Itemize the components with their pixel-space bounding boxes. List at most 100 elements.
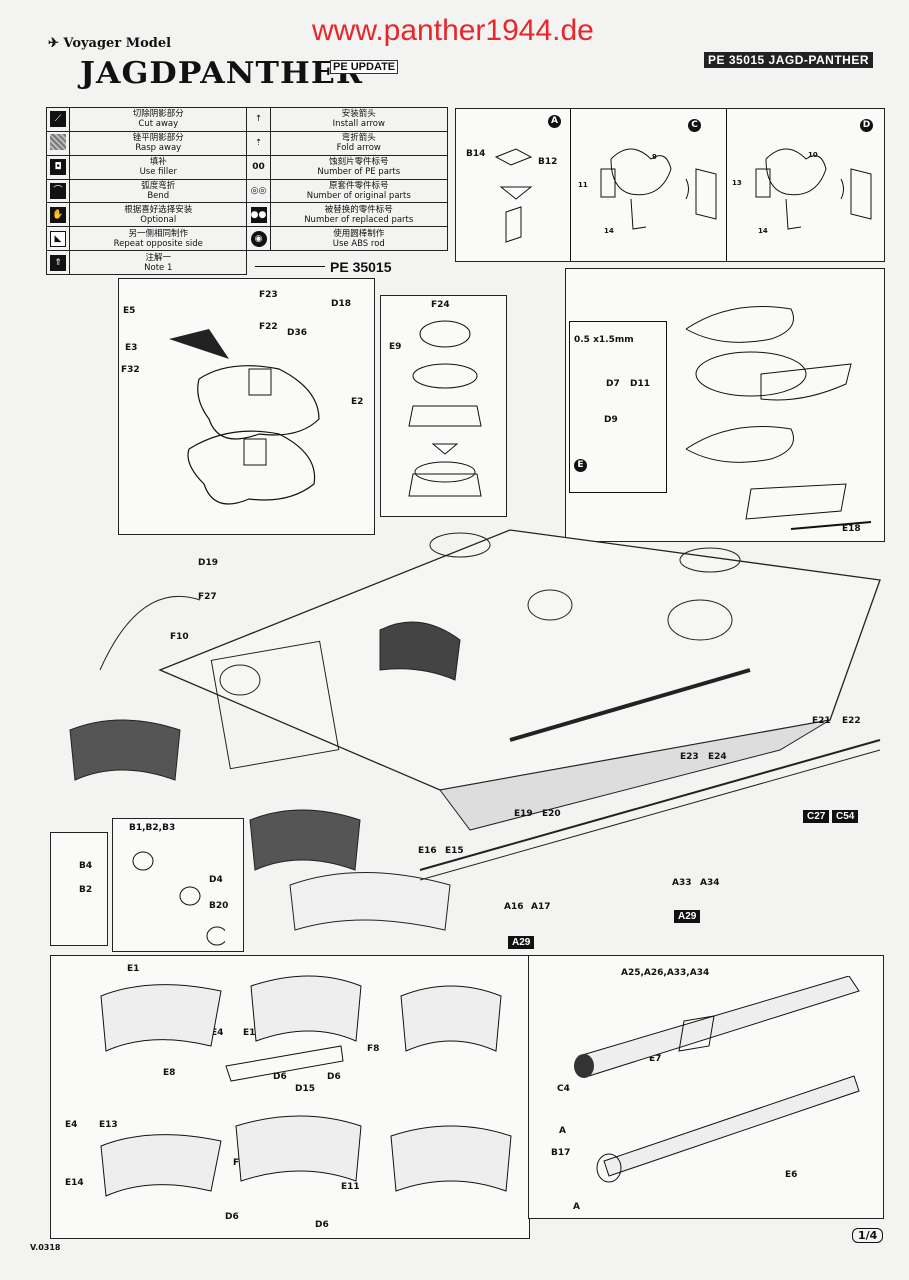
version-label: V.0318	[30, 1243, 61, 1252]
rod-inset	[569, 321, 667, 493]
part-label: E7	[649, 1054, 662, 1064]
mantlet-drawing	[169, 329, 320, 505]
part-label: D9	[604, 415, 618, 425]
part-label: A	[559, 1126, 566, 1136]
page-title: JAGDPANTHER	[80, 56, 364, 91]
legend-en: Bend	[147, 190, 170, 201]
part-label: D18	[331, 299, 351, 309]
part-label: F24	[431, 300, 450, 310]
legend-cn: 安装箭头	[341, 109, 376, 120]
part-label: E20	[542, 809, 561, 819]
barrel-title: A25,A26,A33,A34	[621, 968, 710, 978]
pe-code-label: PE 35015	[330, 259, 392, 275]
legend-cn: 弯折箭头	[341, 133, 376, 144]
part-label: A16	[504, 902, 524, 912]
divider-line	[255, 266, 325, 267]
legend-cn: 注解一	[145, 252, 172, 263]
step-a-label: A	[548, 115, 561, 128]
part-label: D36	[287, 328, 307, 338]
part-label: F27	[198, 592, 217, 602]
rasp-away-icon	[50, 133, 67, 150]
part-label: 11	[578, 181, 588, 189]
part-label: D6	[273, 1072, 287, 1082]
page-number: 1/4	[852, 1228, 884, 1243]
brand-name: ✈ Voyager Model	[48, 36, 171, 51]
legend-cn: 被替换的零件标号	[324, 204, 393, 215]
legend-cn: 根据喜好选择安装	[124, 204, 193, 215]
part-label: F23	[259, 290, 278, 300]
abs-rod-icon: ◉	[250, 230, 267, 247]
periscope-drawing	[685, 306, 872, 530]
step-c-label: C	[688, 119, 701, 132]
legend-cn: 使用圆棒制作	[333, 228, 385, 239]
part-label: B17	[551, 1148, 571, 1158]
step-d-drawing	[755, 148, 872, 230]
legend-en: Rasp away	[135, 143, 182, 154]
website-url: www.panther1944.de	[312, 14, 594, 47]
part-label: E1	[127, 964, 140, 974]
part-label: 14	[604, 227, 614, 235]
part-label: E5	[123, 306, 136, 316]
use-filler-icon: ◘	[50, 159, 67, 176]
original-part-badge: A29	[674, 910, 701, 923]
part-label: E21	[812, 716, 831, 726]
legend-cn: 弧度弯折	[141, 180, 176, 191]
divider	[570, 109, 571, 261]
legend-en: Note 1	[144, 262, 173, 273]
original-part-badge: A29	[508, 936, 535, 949]
bend-icon: ⌒	[50, 182, 67, 199]
part-label: E2	[351, 397, 364, 407]
step-d-label: D	[860, 119, 873, 132]
legend-en: Fold arrow	[336, 143, 381, 154]
part-label: B2	[79, 885, 93, 895]
part-label: B4	[79, 861, 93, 871]
part-label: B14	[466, 149, 486, 159]
legend-cn: 锉平阴影部分	[132, 133, 184, 144]
part-label: F10	[170, 632, 189, 642]
part-label: D19	[198, 558, 218, 568]
hull-illustration	[69, 529, 881, 931]
legend-en: Cut away	[138, 119, 179, 130]
lights-title: B1,B2,B3	[129, 823, 176, 833]
legend-en: Install arrow	[332, 119, 385, 130]
steps-acd-panel: A B14 B12 C 9 11 14 D 10 13 14	[455, 108, 885, 262]
lights-drawing	[132, 851, 225, 946]
part-label: E3	[125, 343, 138, 353]
original-parts-icon: ◎◎	[250, 185, 267, 196]
hatch-panel: F24 E9	[380, 295, 507, 517]
replaced-part-badge: C54	[832, 810, 859, 823]
part-label: D15	[295, 1084, 315, 1094]
sideskirt-panel: E1 E4 E8 E10 F8 D6 D15 D6 E4 E13 E14 F17…	[50, 955, 530, 1239]
part-label: F32	[121, 365, 140, 375]
step-a-drawing	[494, 148, 533, 243]
cut-away-icon: ⟋	[50, 111, 67, 128]
part-label: E16	[418, 846, 437, 856]
step-e-label: E	[574, 459, 587, 472]
replaced-parts-icon: ●●	[250, 206, 267, 223]
step-c-drawing	[600, 148, 717, 230]
part-label: E4	[65, 1120, 78, 1130]
note-icon: ⇑	[50, 254, 67, 271]
legend-cn: 原套件零件标号	[329, 180, 389, 191]
part-label: 14	[758, 227, 768, 235]
part-label: D4	[209, 875, 223, 885]
part-label: D11	[630, 379, 650, 389]
legend-en: Number of replaced parts	[304, 214, 414, 225]
part-label: B20	[209, 901, 229, 911]
part-label: E11	[341, 1182, 360, 1192]
legend-en: Repeat opposite side	[113, 238, 203, 249]
legend-cn: 填补	[149, 157, 167, 168]
fold-arrow-icon: ⇡	[254, 138, 263, 149]
brand-logo-icon: ✈	[48, 36, 64, 51]
legend-en: Number of PE parts	[317, 167, 401, 178]
pe-parts-icon: 00	[252, 162, 265, 173]
part-label: E23	[680, 752, 699, 762]
part-label: E9	[389, 342, 402, 352]
part-label: F8	[367, 1044, 380, 1054]
part-label: E14	[65, 1178, 84, 1188]
part-label: 13	[732, 179, 742, 187]
legend-cn: 蚀刻片零件标号	[329, 157, 389, 168]
legend-en: Optional	[140, 214, 177, 225]
part-label: E10	[243, 1028, 262, 1038]
original-part-badge: C27	[803, 810, 830, 823]
